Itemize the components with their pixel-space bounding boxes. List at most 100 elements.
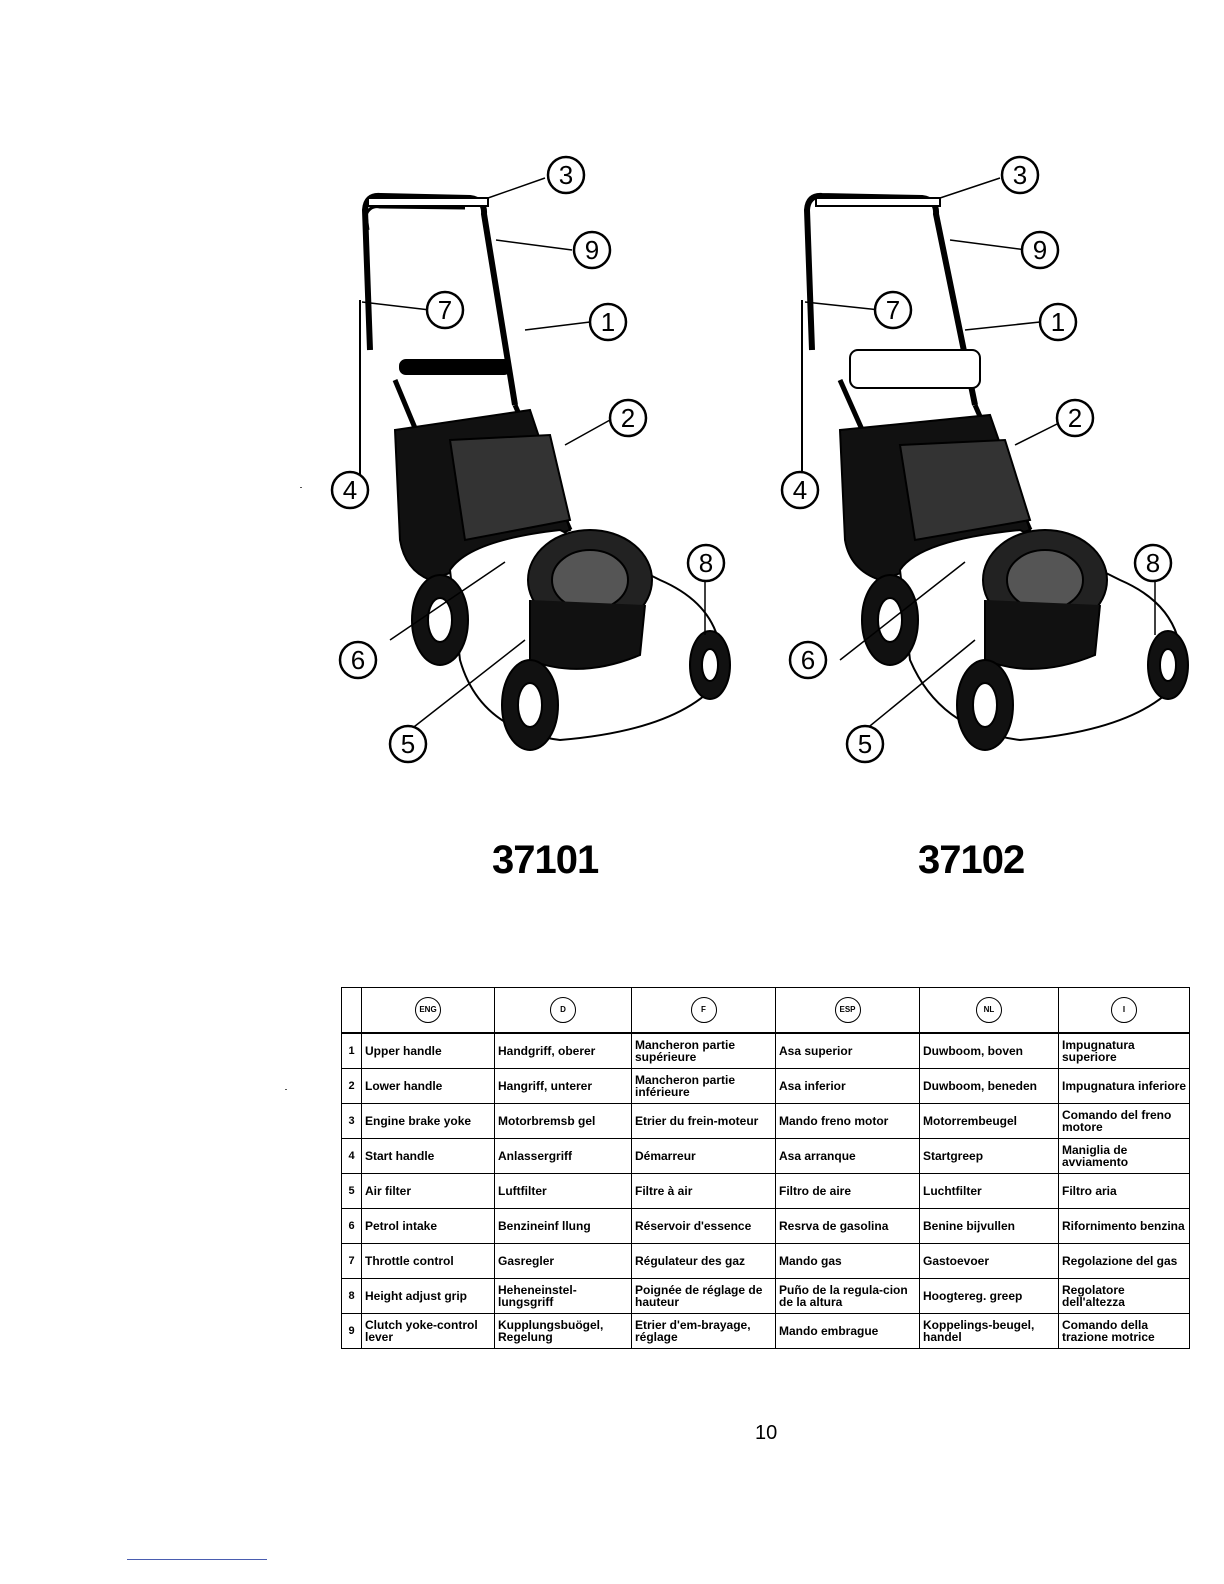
cell-eng: Height adjust grip xyxy=(361,1278,495,1314)
callout-4: 4 xyxy=(793,475,807,505)
cell-f: Etrier du frein-moteur xyxy=(631,1103,776,1139)
mower-illustration-37101: 3 9 7 1 2 4 8 6 5 xyxy=(330,155,731,764)
callout-4: 4 xyxy=(343,475,357,505)
cell-esp: Asa inferior xyxy=(775,1068,920,1104)
cell-i: Filtro aria xyxy=(1058,1173,1190,1209)
lang-esp-icon: ESP xyxy=(834,997,861,1023)
lang-f-icon: F xyxy=(690,997,717,1023)
lang-nl-icon: NL xyxy=(976,997,1002,1023)
callout-1: 1 xyxy=(1051,307,1065,337)
cell-d: Anlassergriff xyxy=(494,1138,632,1174)
callout-8: 8 xyxy=(1146,548,1160,578)
lang-d: D xyxy=(494,987,632,1034)
callout-6: 6 xyxy=(801,645,815,675)
callout-2: 2 xyxy=(1068,403,1082,433)
cell-esp: Filtro de aire xyxy=(775,1173,920,1209)
model-number-right: 37102 xyxy=(918,838,1025,882)
footer-rule xyxy=(127,1559,267,1560)
cell-nl: Motorrembeugel xyxy=(919,1103,1059,1139)
callout-5: 5 xyxy=(858,729,872,759)
cell-eng: Throttle control xyxy=(361,1243,495,1279)
cell-esp: Asa arranque xyxy=(775,1138,920,1174)
lang-esp: ESP xyxy=(775,987,920,1034)
cell-nl: Startgreep xyxy=(919,1138,1059,1174)
cell-nl: Duwboom, boven xyxy=(919,1032,1059,1069)
cell-i: Comando della trazione motrice xyxy=(1058,1313,1190,1349)
lang-nl: NL xyxy=(919,987,1059,1034)
lang-i: I xyxy=(1058,987,1190,1034)
callout-7: 7 xyxy=(886,295,900,325)
language-header-row: ENG D F ESP NL I xyxy=(341,987,1190,1034)
cell-eng: Engine brake yoke xyxy=(361,1103,495,1139)
callout-1: 1 xyxy=(601,307,615,337)
lang-f: F xyxy=(631,987,776,1034)
cell-eng: Clutch yoke-control lever xyxy=(361,1313,495,1349)
row-number: 6 xyxy=(341,1208,362,1244)
lang-eng: ENG xyxy=(361,987,495,1034)
lang-i-icon: I xyxy=(1111,997,1137,1023)
cell-nl: Benine bijvullen xyxy=(919,1208,1059,1244)
scan-speck xyxy=(285,1089,287,1090)
model-number-left: 37101 xyxy=(492,838,599,882)
cell-d: Luftfilter xyxy=(494,1173,632,1209)
row-number: 2 xyxy=(341,1068,362,1104)
cell-f: Régulateur des gaz xyxy=(631,1243,776,1279)
cell-i: Impugnatura inferiore xyxy=(1058,1068,1190,1104)
row-number: 7 xyxy=(341,1243,362,1279)
row-number: 5 xyxy=(341,1173,362,1209)
cell-f: Mancheron partie supérieure xyxy=(631,1032,776,1069)
cell-esp: Puño de la regula-cion de la altura xyxy=(775,1278,920,1314)
cell-f: Etrier d'em-brayage, réglage xyxy=(631,1313,776,1349)
cell-f: Démarreur xyxy=(631,1138,776,1174)
page-number: 10 xyxy=(755,1422,778,1444)
cell-f: Mancheron partie inférieure xyxy=(631,1068,776,1104)
cell-d: Kupplungsbuögel, Regelung xyxy=(494,1313,632,1349)
cell-eng: Air filter xyxy=(361,1173,495,1209)
cell-i: Comando del freno motore xyxy=(1058,1103,1190,1139)
row-number: 3 xyxy=(341,1103,362,1139)
callout-9: 9 xyxy=(1033,235,1047,265)
cell-d: Hangriff, unterer xyxy=(494,1068,632,1104)
cell-nl: Luchtfilter xyxy=(919,1173,1059,1209)
cell-i: Rifornimento benzina xyxy=(1058,1208,1190,1244)
cell-eng: Petrol intake xyxy=(361,1208,495,1244)
callout-3: 3 xyxy=(559,160,573,190)
cell-i: Impugnatura superiore xyxy=(1058,1032,1190,1069)
callout-6: 6 xyxy=(351,645,365,675)
header-blank xyxy=(341,987,362,1034)
cell-d: Handgriff, oberer xyxy=(494,1032,632,1069)
mower-illustration-37102: 3 9 7 1 2 4 8 6 5 xyxy=(780,155,1189,764)
cell-d: Benzineinf llung xyxy=(494,1208,632,1244)
cell-i: Regolatore dell'altezza xyxy=(1058,1278,1190,1314)
row-number: 1 xyxy=(341,1032,362,1069)
cell-nl: Duwboom, beneden xyxy=(919,1068,1059,1104)
cell-esp: Mando freno motor xyxy=(775,1103,920,1139)
cell-eng: Upper handle xyxy=(361,1032,495,1069)
cell-esp: Resrva de gasolina xyxy=(775,1208,920,1244)
callout-3: 3 xyxy=(1013,160,1027,190)
callout-7: 7 xyxy=(438,295,452,325)
cell-nl: Hoogtereg. greep xyxy=(919,1278,1059,1314)
callout-8: 8 xyxy=(699,548,713,578)
cell-nl: Gastoevoer xyxy=(919,1243,1059,1279)
cell-d: Gasregler xyxy=(494,1243,632,1279)
cell-eng: Start handle xyxy=(361,1138,495,1174)
cell-esp: Asa superior xyxy=(775,1032,920,1069)
row-number: 8 xyxy=(341,1278,362,1314)
cell-d: Heheneinstel-lungsgriff xyxy=(494,1278,632,1314)
cell-i: Regolazione del gas xyxy=(1058,1243,1190,1279)
cell-f: Réservoir d'essence xyxy=(631,1208,776,1244)
lang-d-icon: D xyxy=(550,997,576,1023)
scan-speck xyxy=(300,487,302,488)
callout-5: 5 xyxy=(401,729,415,759)
